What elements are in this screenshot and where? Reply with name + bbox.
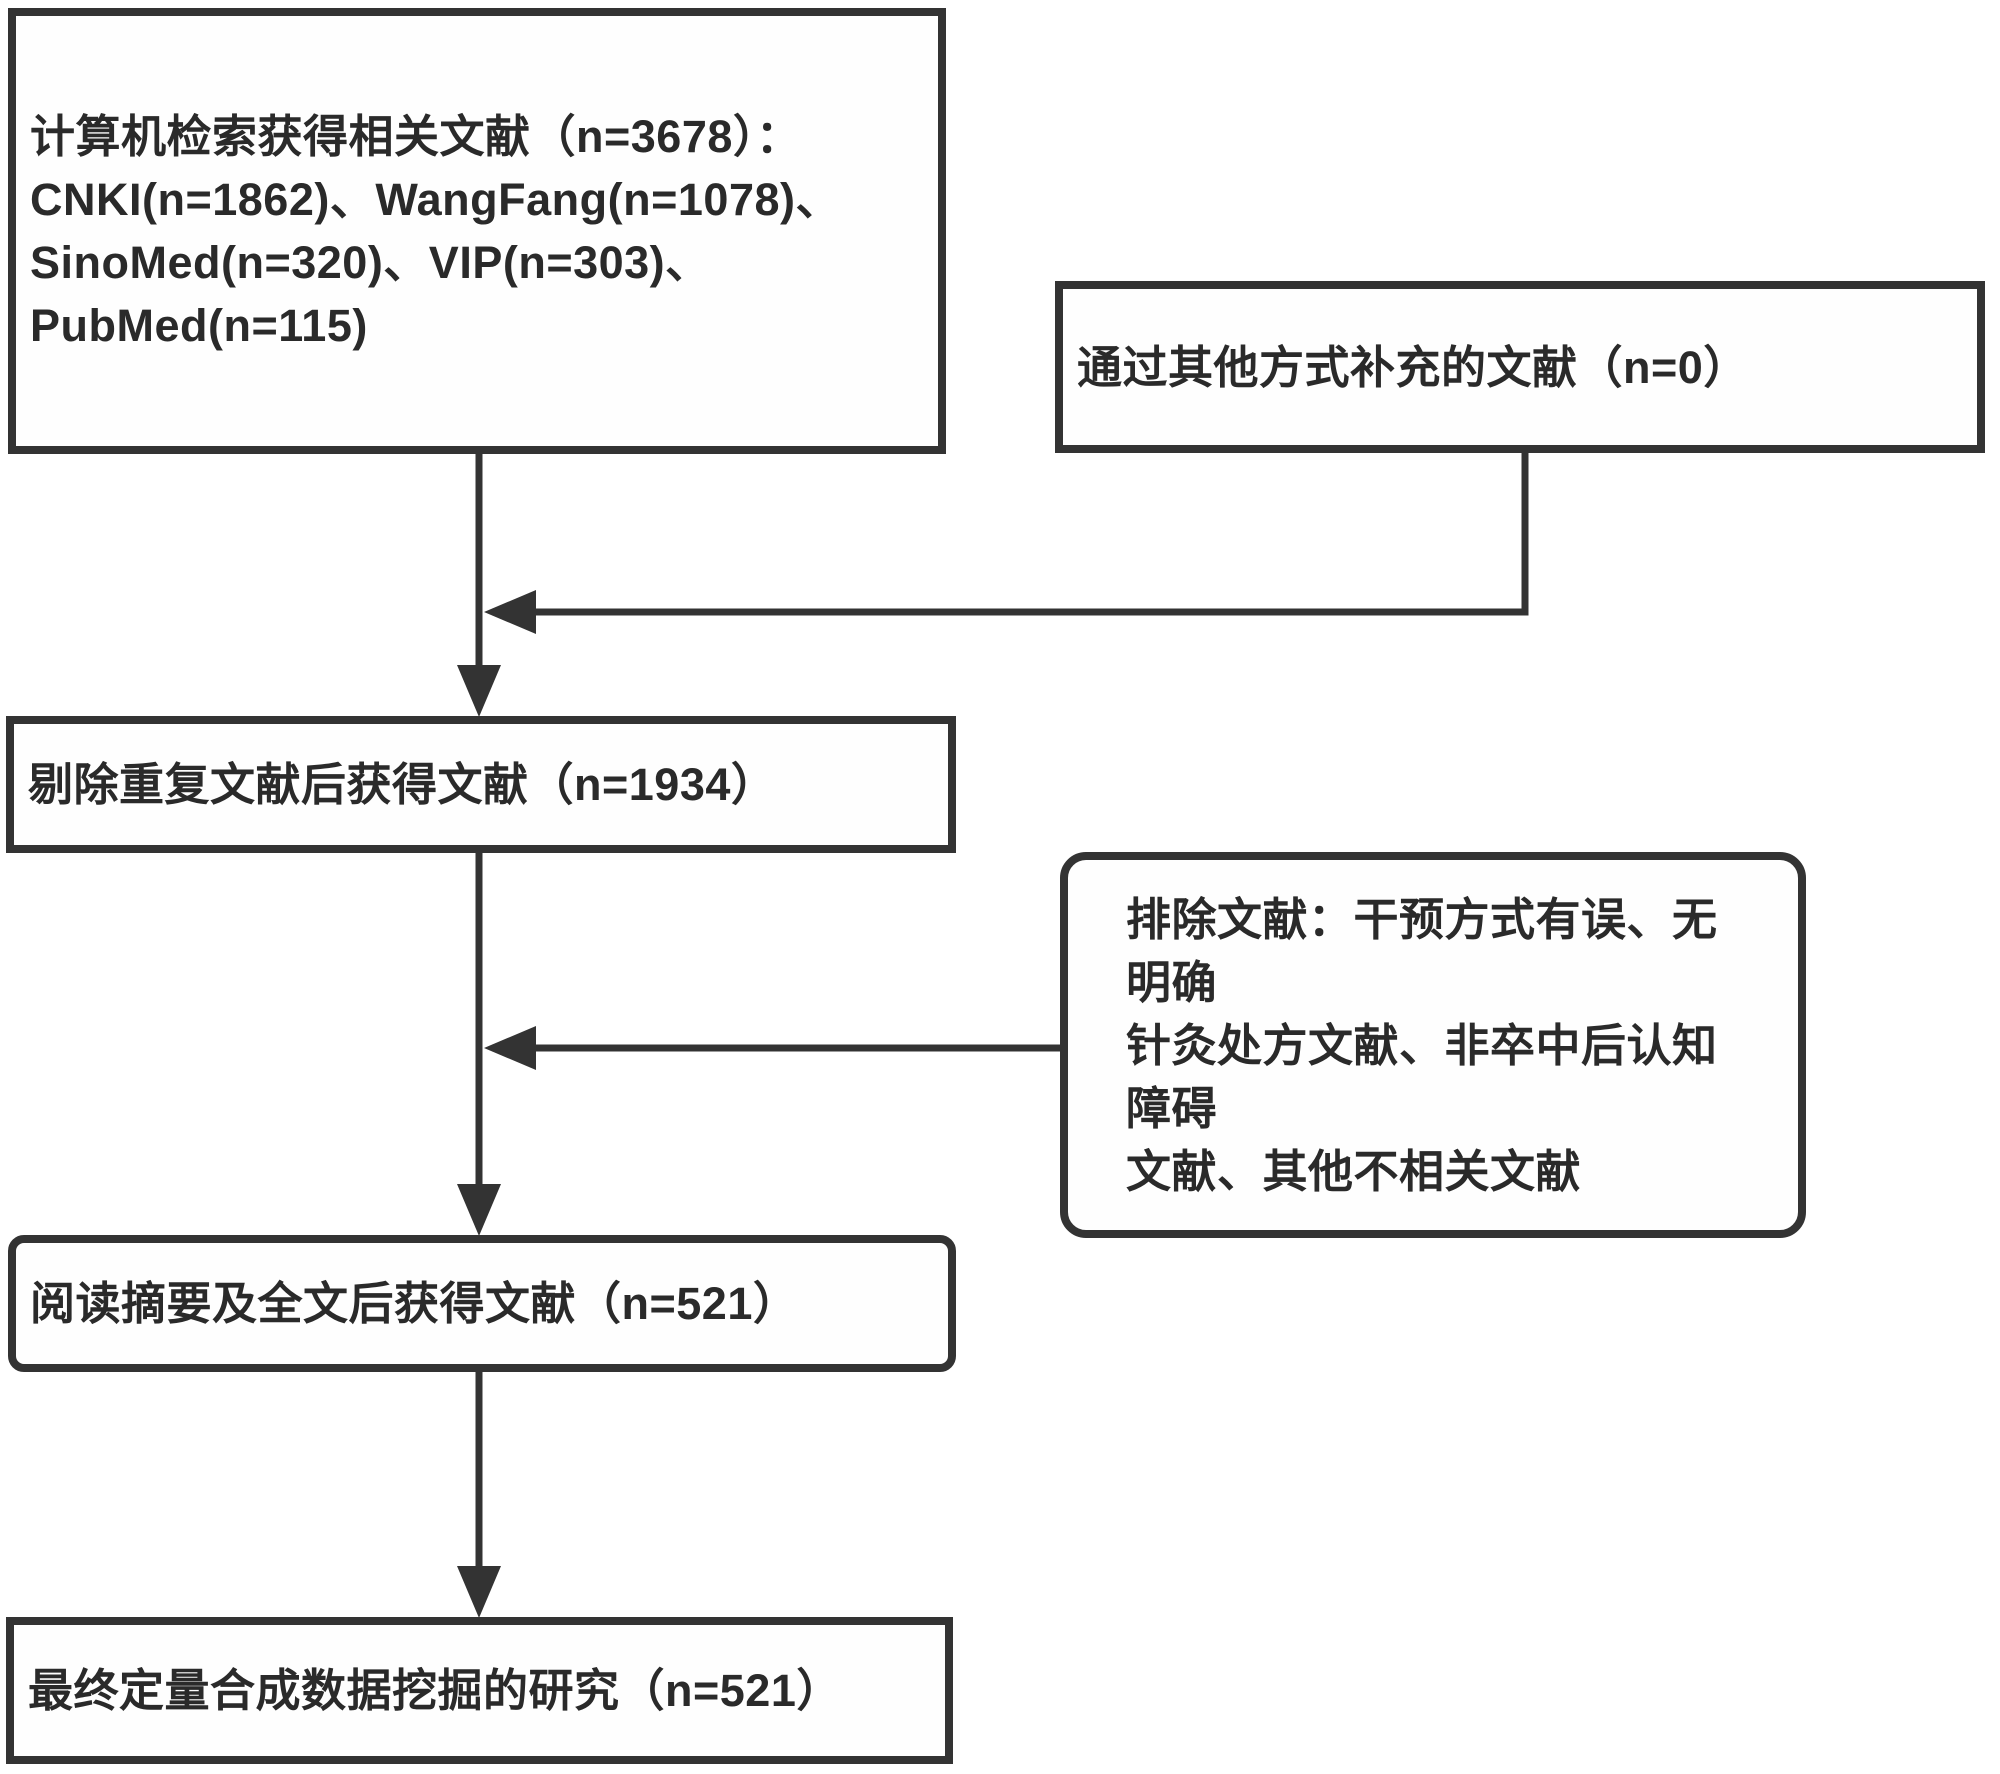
box-after-dedupe: 剔除重复文献后获得文献（n=1934） [6, 716, 956, 853]
box-computer-search: 计算机检索获得相关文献（n=3678）： CNKI(n=1862)、WangFa… [8, 8, 946, 454]
box-final-included-studies: 最终定量合成数据挖掘的研究（n=521） [6, 1617, 953, 1764]
box-excluded-records-text: 排除文献：干预方式有误、无明确 针灸处方文献、非卒中后认知障碍 文献、其他不相关… [1126, 893, 1718, 1197]
box-after-dedupe-text: 剔除重复文献后获得文献（n=1934） [28, 759, 777, 810]
box-other-sources: 通过其他方式补充的文献（n=0） [1055, 281, 1985, 453]
box-excluded-records: 排除文献：干预方式有误、无明确 针灸处方文献、非卒中后认知障碍 文献、其他不相关… [1060, 852, 1806, 1238]
box-computer-search-text: 计算机检索获得相关文献（n=3678）： CNKI(n=1862)、WangFa… [30, 111, 841, 351]
connector-other-to-merge [484, 451, 1529, 634]
box-other-sources-text: 通过其他方式补充的文献（n=0） [1077, 341, 1749, 393]
box-final-included-studies-text: 最终定量合成数据挖掘的研究（n=521） [28, 1665, 842, 1716]
box-after-fulltext-screening-text: 阅读摘要及全文后获得文献（n=521） [30, 1278, 799, 1329]
box-after-fulltext-screening: 阅读摘要及全文后获得文献（n=521） [8, 1235, 956, 1372]
